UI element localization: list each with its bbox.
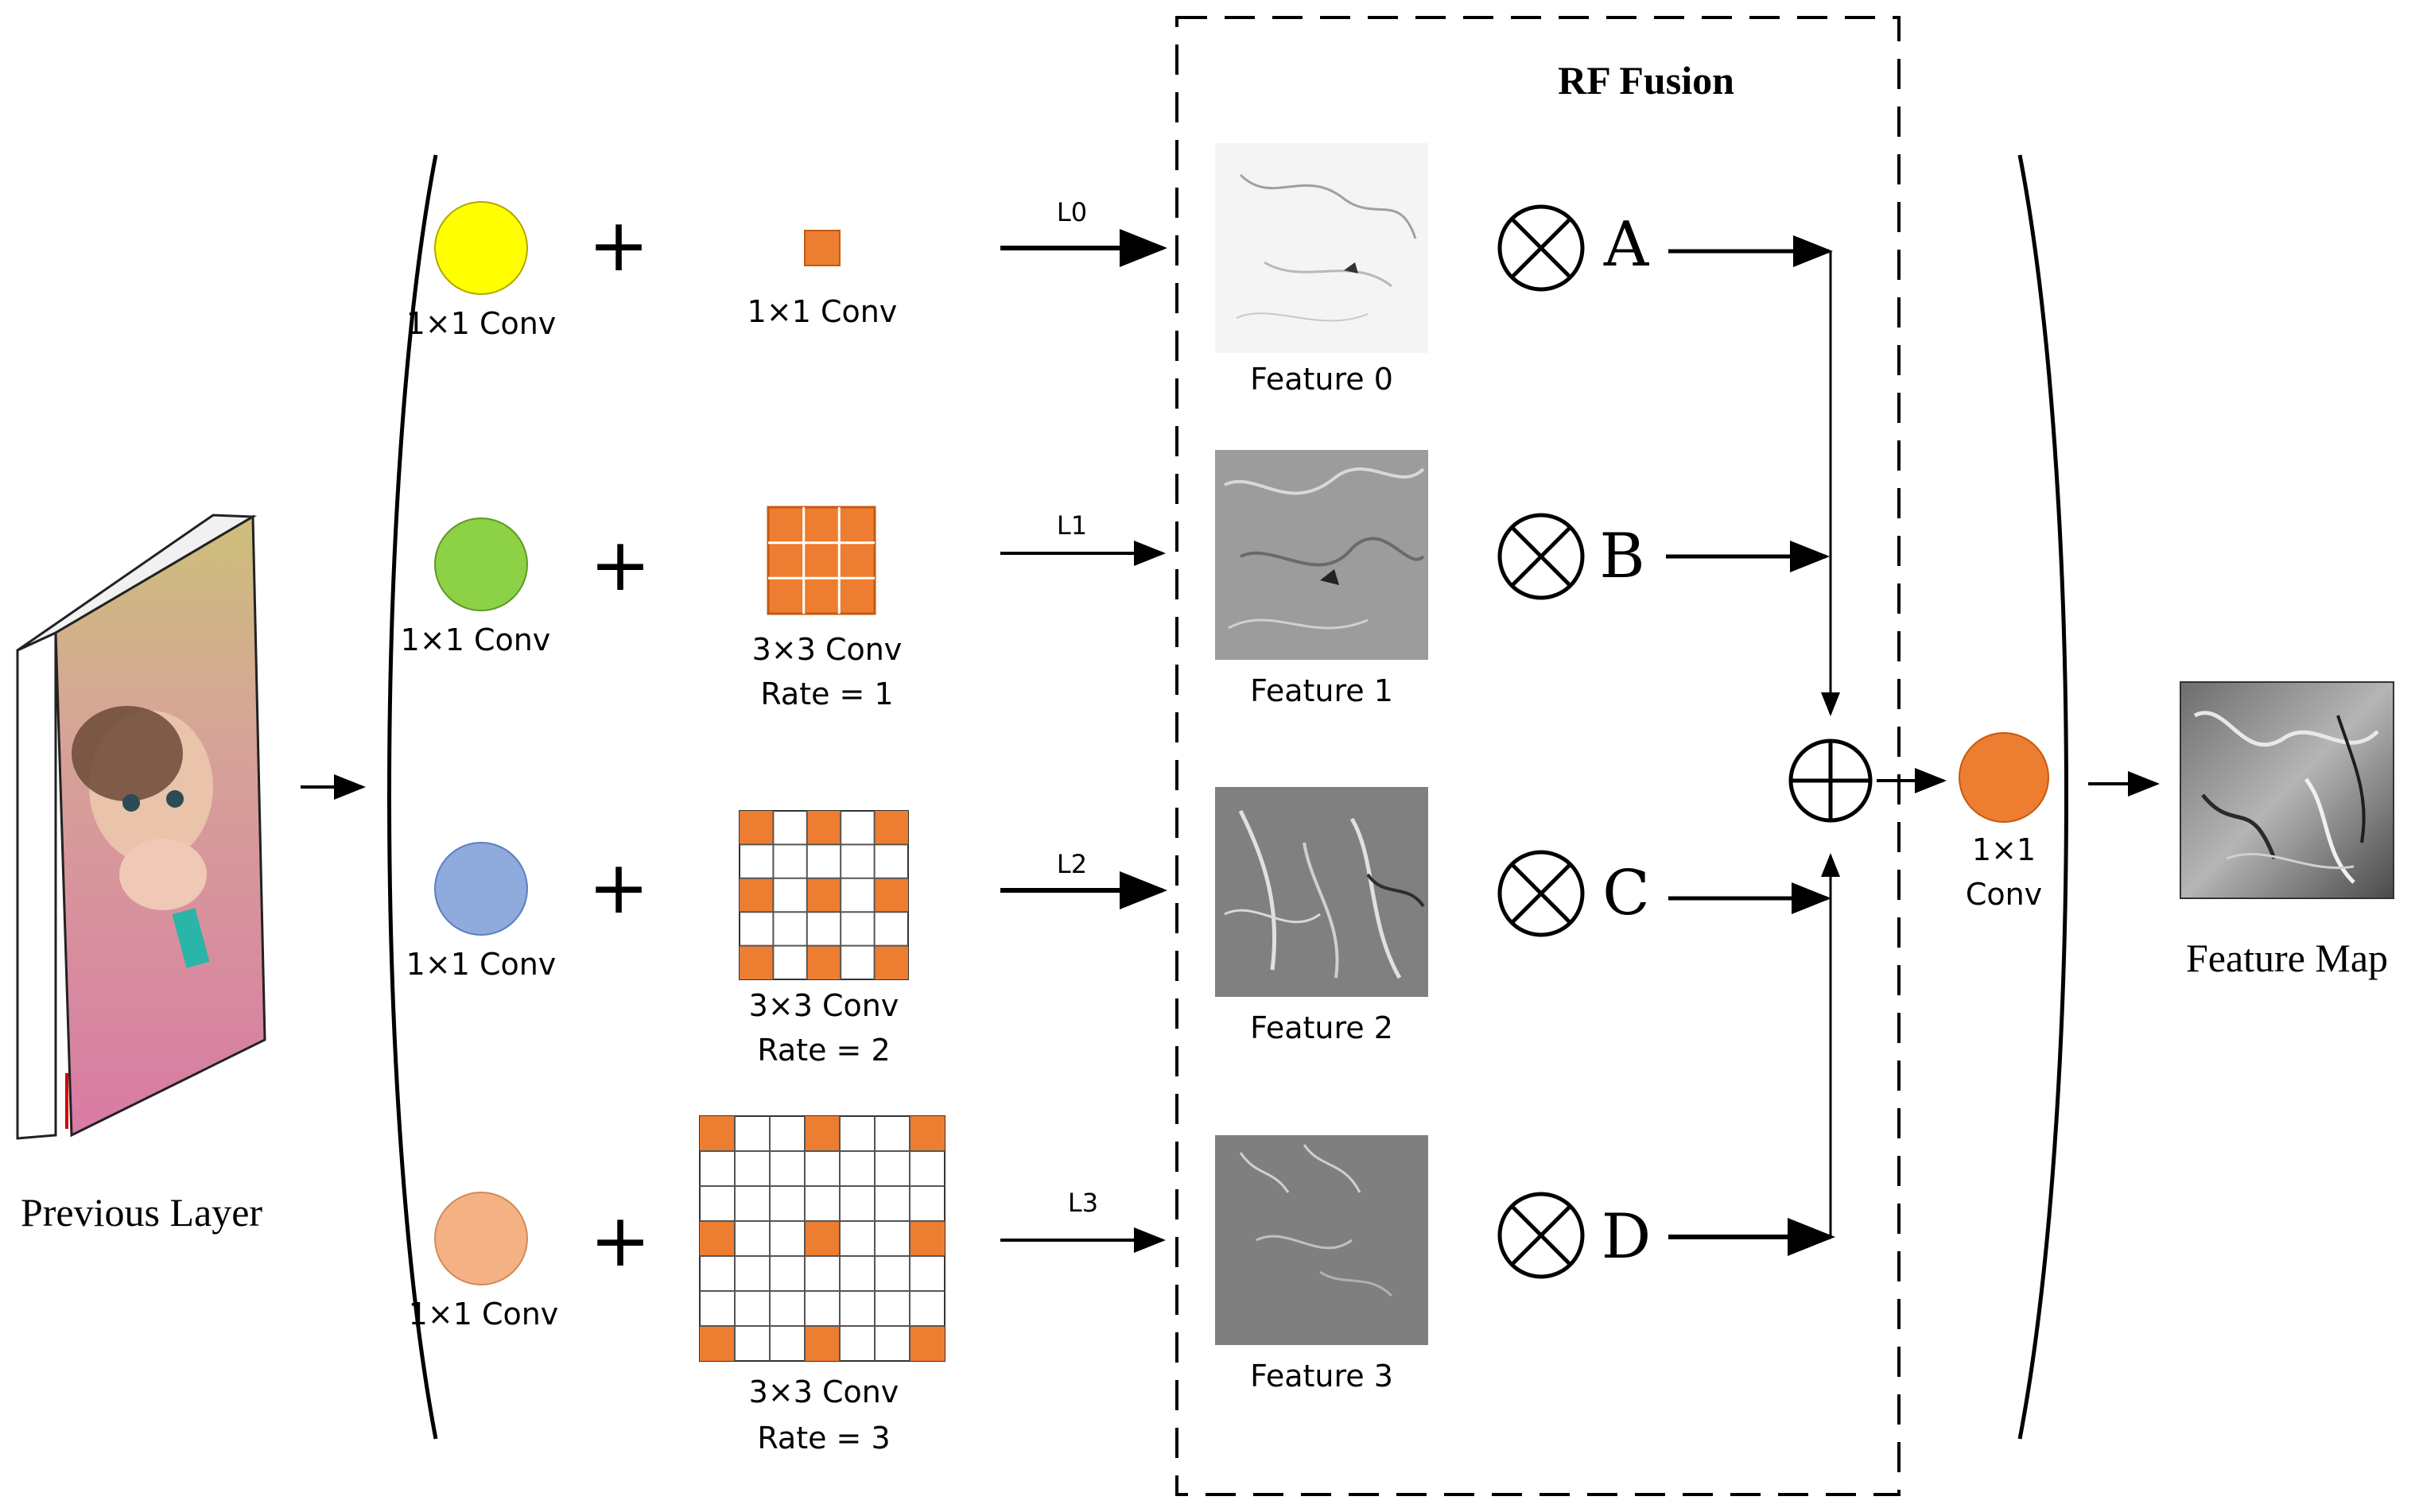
feature-3-image xyxy=(1215,1135,1428,1345)
branch-0-conv-label: 1×1 Conv xyxy=(406,306,557,341)
branch-1-weight: B xyxy=(1599,521,1644,592)
previous-layer-label: Previous Layer xyxy=(21,1190,262,1235)
feature-3-label: Feature 3 xyxy=(1250,1359,1393,1394)
feature-1-label: Feature 1 xyxy=(1250,673,1393,708)
output-conv-label-line2: Conv xyxy=(1966,877,2042,912)
sum-icon xyxy=(1788,739,1873,823)
rf-fusion-title: RF Fusion xyxy=(1558,58,1734,103)
branch-0-kernel-1x1 xyxy=(804,230,841,266)
feature-1-image xyxy=(1215,450,1428,660)
branch-2-conv-label: 1×1 Conv xyxy=(406,947,557,982)
branch-1-plus: + xyxy=(589,522,650,607)
output-conv-circle xyxy=(1959,732,2049,823)
feature-map-label: Feature Map xyxy=(2186,936,2388,980)
branch-2-kernel-label: 3×3 Conv xyxy=(749,988,899,1023)
branch-0-conv-circle xyxy=(434,201,528,295)
branch-2-conv-circle xyxy=(434,842,528,936)
branch-2-plus: + xyxy=(588,845,649,930)
feature-2-label: Feature 2 xyxy=(1250,1010,1393,1045)
branch-3: 1×1 Conv + 3×3 Conv Rate xyxy=(409,1115,1652,1456)
branch-0-kernel-label: 1×1 Conv xyxy=(747,294,898,329)
left-parenthesis xyxy=(387,154,438,1440)
rf-fusion-box xyxy=(1175,16,1901,1496)
branch-0-plus: + xyxy=(588,203,649,288)
branch-2-weight: C xyxy=(1602,858,1650,929)
branch-1-rate-label: Rate = 1 xyxy=(760,677,893,711)
branch-0-link-label: L0 xyxy=(1057,197,1087,227)
output-conv-label-line1: 1×1 xyxy=(1972,832,2036,867)
branch-3-rate-label: Rate = 3 xyxy=(757,1421,890,1456)
branch-0-weight: A xyxy=(1603,209,1650,281)
previous-layer-image xyxy=(16,514,266,1140)
branch-2-link-label: L2 xyxy=(1057,849,1087,879)
branch-0-multiply-icon xyxy=(1497,204,1585,292)
branch-3-conv-label: 1×1 Conv xyxy=(409,1297,559,1332)
branch-3-kernel-3x3-rate3 xyxy=(699,1115,945,1362)
branch-1-kernel-label: 3×3 Conv xyxy=(752,632,903,667)
branch-2: 1×1 Conv + 3×3 Conv Rate = 2 L2 xyxy=(406,787,1650,1068)
branch-2-kernel-3x3-rate2 xyxy=(739,810,909,980)
feature-0-label: Feature 0 xyxy=(1250,362,1393,397)
branch-3-weight: D xyxy=(1602,1201,1652,1273)
branch-3-link-label: L3 xyxy=(1068,1188,1098,1218)
feature-0-image xyxy=(1215,143,1428,353)
branch-1-multiply-icon xyxy=(1497,513,1585,600)
branch-1-conv-circle xyxy=(434,518,528,611)
branch-3-conv-circle xyxy=(434,1192,528,1285)
branch-3-plus: + xyxy=(589,1198,650,1283)
branch-3-multiply-icon xyxy=(1497,1192,1585,1279)
fusion-connectors xyxy=(1666,235,1840,1256)
feature-2-image xyxy=(1215,787,1428,997)
feature-map-image xyxy=(2180,681,2394,899)
branch-1-link-label: L1 xyxy=(1057,510,1087,541)
right-parenthesis xyxy=(2017,154,2068,1440)
branch-1: 1×1 Conv + 3×3 Conv Rate = 1 L1 Feature … xyxy=(401,450,1645,711)
branch-2-rate-label: Rate = 2 xyxy=(757,1033,890,1068)
branch-3-kernel-label: 3×3 Conv xyxy=(749,1374,899,1409)
branch-1-kernel-3x3-rate1 xyxy=(767,506,876,615)
branch-1-conv-label: 1×1 Conv xyxy=(401,622,551,657)
branch-2-multiply-icon xyxy=(1497,850,1585,937)
branch-0: 1×1 Conv + 1×1 Conv L0 Feature 0 A xyxy=(406,143,1650,397)
